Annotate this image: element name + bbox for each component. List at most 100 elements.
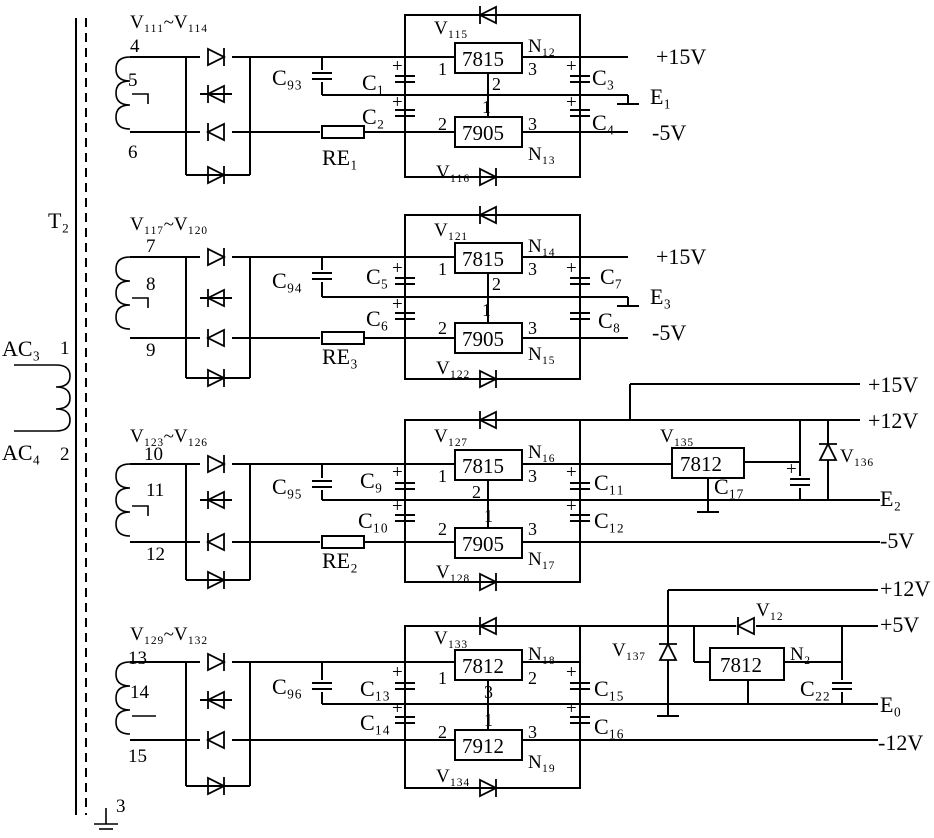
stage-4-filter-cap-label: C₉₆ <box>272 674 302 699</box>
stage-2-pos-reg-name: N₁₄ <box>528 236 555 257</box>
stage-2-pin-bottom: 9 <box>146 340 156 361</box>
stage-1-pos-in-pin: 1 <box>438 59 447 79</box>
stage-1-out-pos: +15V <box>656 44 706 69</box>
transformer-label: T₂ <box>48 208 69 233</box>
stage-1-ground: E₁ <box>650 84 671 109</box>
stage-3-pos-out-pin: 3 <box>528 466 537 486</box>
stage-4-pos-reg-code: 7812 <box>462 654 504 678</box>
stage-2-pin-mid: 8 <box>146 274 156 295</box>
stage-2: V₁₁₇~V₁₂₀ 7 8 9 RE₃ C₉₄ 7815 7905 1 2 3 … <box>115 205 706 389</box>
stage-3-pos-reg-code: 7815 <box>462 454 504 478</box>
stage-2-pos-out-pin: 3 <box>528 259 537 279</box>
stage-1-pos-gnd-pin: 2 <box>492 74 501 94</box>
stage-2-cap-6: C₆ <box>366 306 388 331</box>
primary-label-ac4: AC₄ <box>2 440 40 465</box>
stage-3-neg-reg-name: N₁₇ <box>528 549 555 570</box>
stage-1-neg-gnd-pin: 1 <box>482 97 491 117</box>
stage-3-aux-reg-name: V₁₃₅ <box>660 426 694 447</box>
stage-3-pos-in-pin: 1 <box>438 466 447 486</box>
stage-4-out-pos2: +5V <box>880 612 919 637</box>
stage-2-cap-8: C₈ <box>598 308 620 333</box>
stage-3-bottom-diode-label: V₁₂₈ <box>436 562 470 583</box>
stage-3-top-diode-label: V₁₂₇ <box>434 426 468 447</box>
stage-3-neg-in-pin: 2 <box>438 519 447 539</box>
stage-2-pos-reg-code: 7815 <box>462 247 504 271</box>
stage-4-neg-out-pin: 3 <box>528 722 537 742</box>
stage-2-neg-reg-code: 7905 <box>462 327 504 351</box>
stage-1-neg-reg-name: N₁₃ <box>528 144 555 165</box>
stage-2-pos-in-pin: 1 <box>438 259 447 279</box>
stage-4-top-diode-label: V₁₃₃ <box>434 628 468 649</box>
stage-4-aux-cap: C₂₂ <box>800 676 830 701</box>
stage-4-neg-reg-code: 7912 <box>462 734 504 758</box>
stage-3-aux-reg-code: 7812 <box>680 452 722 476</box>
stage-2-filter-cap-label: C₉₄ <box>272 268 302 293</box>
stage-4-bottom-diode-label: V₁₃₄ <box>436 766 470 787</box>
stage-3-pos-gnd-pin: 2 <box>472 482 481 502</box>
svg-text:+: + <box>392 294 403 315</box>
stage-3-cap-9: C₉ <box>360 468 382 493</box>
stage-4-pin-bottom: 15 <box>128 746 147 767</box>
svg-text:+: + <box>392 698 403 719</box>
stage-4-cap-13: C₁₃ <box>360 676 390 701</box>
stage-2-pos-gnd-pin: 2 <box>492 274 501 294</box>
stage-4-cap-14: C₁₄ <box>360 710 390 735</box>
stage-3-cap-11: C₁₁ <box>594 470 624 495</box>
stage-2-top-diode-label: V₁₂₁ <box>434 220 468 241</box>
stage-3-filter-cap-label: C₉₅ <box>272 474 302 499</box>
stage-2-neg-reg-name: N₁₅ <box>528 344 555 365</box>
stage-4-bridge-label: V₁₂₉~V₁₃₂ <box>130 624 207 645</box>
stage-3-pin-bottom: 12 <box>146 544 165 565</box>
stage-3-neg-gnd-pin: 1 <box>484 506 493 526</box>
stage-1-cap-2: C₂ <box>362 104 384 129</box>
stage-4-out-neg: -12V <box>878 730 923 755</box>
stage-4-pos-gnd-pin: 3 <box>484 682 493 702</box>
svg-text:+: + <box>566 258 577 279</box>
stage-4-neg-in-pin: 2 <box>438 722 447 742</box>
svg-text:+: + <box>566 56 577 77</box>
stage-2-neg-in-pin: 2 <box>438 318 447 338</box>
stage-3-ground: E₂ <box>880 486 901 511</box>
stage-4-pin-top: 13 <box>128 648 147 669</box>
stage-2-resistor-label: RE₃ <box>322 344 358 369</box>
stage-3-zener <box>818 443 838 461</box>
ground-pin-3: 3 <box>116 796 126 817</box>
svg-text:+: + <box>392 662 403 683</box>
stage-2-ground: E₃ <box>650 284 671 309</box>
stage-2-cap-7: C₇ <box>600 264 622 289</box>
primary-pin-1: 1 <box>60 338 70 359</box>
stage-4-pos-in-pin: 1 <box>438 668 447 688</box>
stage-3-resistor-label: RE₂ <box>322 548 358 573</box>
stage-1: V₁₁₁~V₁₁₄ 4 5 6 RE₁ C₉₃ 7815 7905 1 2 <box>115 5 706 187</box>
stage-3-cap-10: C₁₀ <box>358 508 388 533</box>
stage-1-filter-cap <box>311 72 333 80</box>
stage-3-neg-reg-code: 7905 <box>462 532 504 556</box>
stage-1-cap-1: C₁ <box>362 70 384 95</box>
stage-3-out-neg: -5V <box>880 528 914 553</box>
stage-3-out-pos: +15V <box>868 372 918 397</box>
stage-2-neg-out-pin: 3 <box>528 318 537 338</box>
stage-3-zener-label: V₁₃₆ <box>840 446 874 467</box>
svg-text:+: + <box>566 496 577 517</box>
stage-2-bridge-label: V₁₁₇~V₁₂₀ <box>130 214 207 235</box>
stage-4-cap-15: C₁₅ <box>594 676 624 701</box>
stage-3-neg-out-pin: 3 <box>528 519 537 539</box>
stage-3-pin-top: 10 <box>144 444 163 465</box>
stage-3: V₁₂₃~V₁₂₆ 10 11 12 RE₂ C₉₅ 7815 7905 1 2… <box>115 372 918 592</box>
stage-3-out-pos2: +12V <box>868 408 918 433</box>
stage-1-pos-out-pin: 3 <box>528 59 537 79</box>
stage-1-filter-cap-label: C₉₃ <box>272 65 302 90</box>
svg-text:+: + <box>566 698 577 719</box>
transformer-t2: T₂ AC₃ 1 AC₄ 2 3 <box>2 18 126 830</box>
stage-1-neg-out-pin: 3 <box>528 114 537 134</box>
stage-2-out-pos: +15V <box>656 244 706 269</box>
stage-1-out-neg: -5V <box>652 120 686 145</box>
stage-3-cap-12: C₁₂ <box>594 508 624 533</box>
stage-1-resistor-label: RE₁ <box>322 145 358 170</box>
stage-1-cap-4: C₄ <box>592 110 614 135</box>
svg-text:+: + <box>786 459 797 480</box>
svg-text:+: + <box>392 56 403 77</box>
stage-4-out-pos: +12V <box>880 576 930 601</box>
stage-4-neg-gnd-pin: 1 <box>484 710 493 730</box>
stage-1-pin-bottom: 6 <box>128 142 138 163</box>
